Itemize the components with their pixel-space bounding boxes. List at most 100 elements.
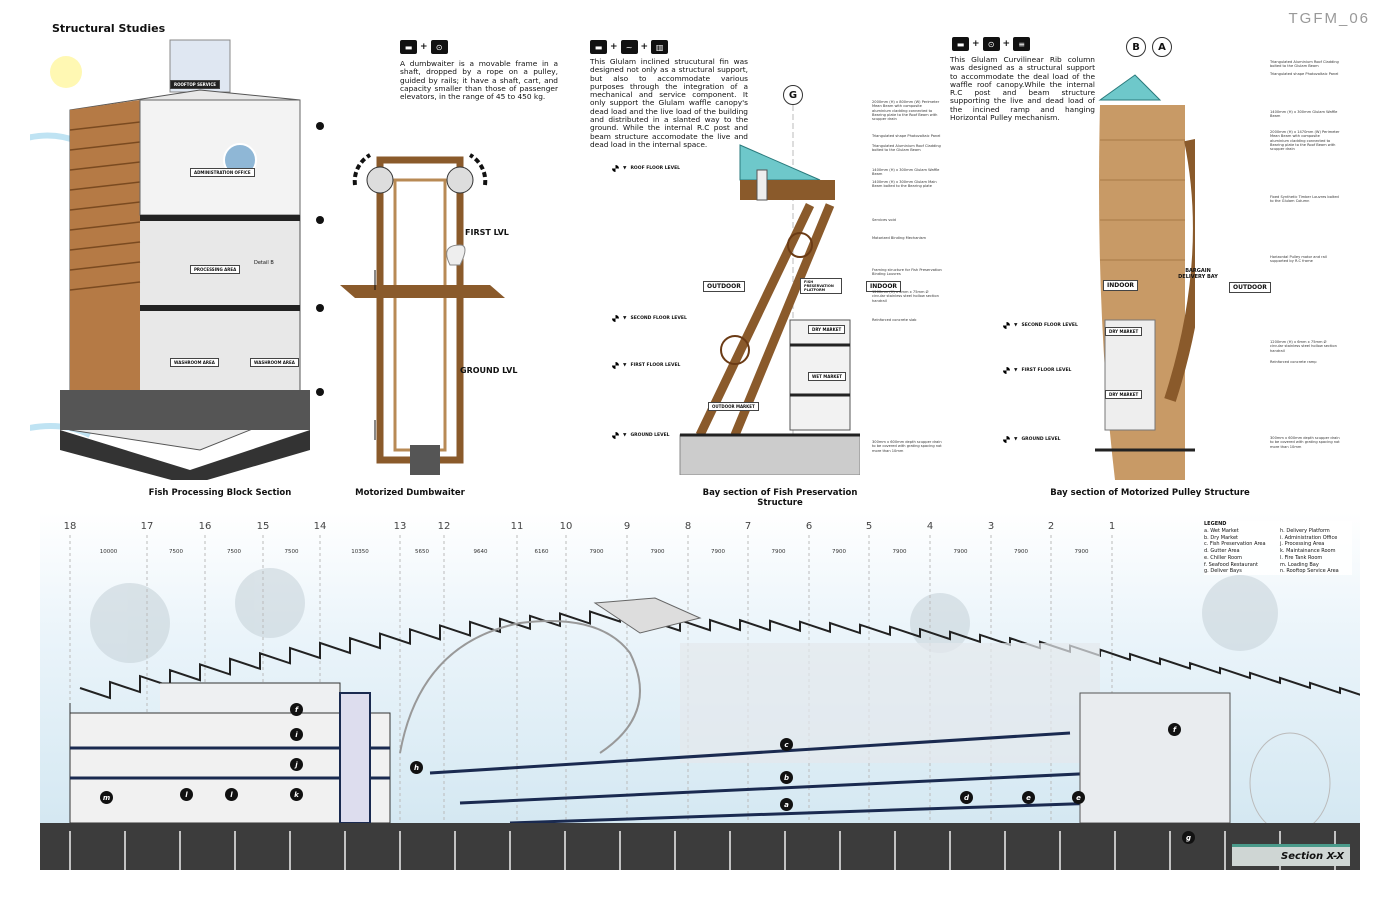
legend-item: h. Delivery Platform: [1280, 527, 1330, 534]
palm-trees: [90, 568, 1278, 663]
pulley-structure-drawing: [1095, 74, 1195, 480]
zone-dry-market: DRY MARKET: [808, 325, 846, 334]
section-marker: d: [960, 791, 973, 804]
label-washroom-2: WASHROOM AREA: [250, 358, 299, 367]
grid-number: 12: [437, 521, 451, 532]
grid-dimension: 7500: [284, 549, 299, 555]
caption-pulley: Bay section of Motorized Pulley Structur…: [1050, 488, 1250, 498]
zone-dry-market-b1: DRY MARKET: [1105, 327, 1143, 336]
grid-number: 7: [744, 521, 752, 532]
section-marker: j: [290, 758, 303, 771]
section-marker: g: [1182, 831, 1195, 844]
legend-item: d. Gutter Area: [1204, 548, 1240, 554]
legend-item: i. Administration Office: [1280, 534, 1338, 541]
annotations-fish-preservation: 2000mm (H) x 800mm (W) Perimeter Mean Be…: [872, 100, 942, 453]
section-drawing: [40, 535, 1360, 870]
zone-indoor: INDOOR: [866, 281, 902, 292]
level-ground-b: ▼GROUND LEVEL: [1003, 436, 1061, 443]
grid-dimension: 10000: [99, 549, 118, 555]
grid-dimension: 7900: [1014, 549, 1028, 555]
grid-number: 17: [140, 521, 154, 532]
dumbwaiter-drawing: [340, 153, 505, 475]
section-marker: h: [410, 761, 423, 774]
caption-fish-processing: Fish Processing Block Section: [148, 488, 292, 498]
grid-dimension: 7900: [892, 549, 907, 555]
grid-dimension: 7500: [169, 549, 183, 555]
grid-number: 13: [393, 521, 407, 532]
legend-item: b. Dry Market: [1204, 534, 1238, 541]
section-marker: b: [780, 771, 793, 784]
grid-number: 2: [1047, 521, 1055, 532]
section-marker: e: [1072, 791, 1085, 804]
pulley-icon: ⊙: [982, 37, 1000, 51]
level-ground: ▼GROUND LEVEL: [612, 432, 670, 439]
grid-number: 15: [256, 521, 270, 532]
grid-number: 8: [684, 521, 692, 532]
zone-fish-platform: FISH PRESERVATION PLATFORM: [800, 278, 842, 294]
level-second: ▼SECOND FLOOR LEVEL: [612, 315, 687, 322]
grid-dimension: 7900: [771, 549, 786, 555]
motor-icon: ▥: [651, 40, 669, 54]
structure-icon: ▬: [952, 37, 969, 51]
structure-icon: ▬: [400, 40, 417, 54]
grid-dimension: 10350: [351, 549, 369, 555]
annotations-pulley: Triangulated Aluminium Roof Cladding bol…: [1270, 60, 1340, 449]
grid-dimension: 7500: [227, 549, 241, 555]
icon-row-fish-preservation: ▬+~+▥: [590, 40, 669, 54]
zone-dry-market-b2: DRY MARKET: [1105, 390, 1143, 399]
grid-number: 14: [313, 521, 327, 532]
grid-number: 11: [510, 521, 524, 532]
label-washroom-1: WASHROOM AREA: [170, 358, 219, 367]
grid-bubble-a: A: [1152, 37, 1172, 57]
pulley-icon: ⊙: [430, 40, 448, 54]
section-marker: l: [180, 788, 193, 801]
fish-icon: ~: [620, 40, 638, 54]
level-roof: ▼ROOF FLOOR LEVEL: [612, 165, 680, 172]
grid-number: 9: [623, 521, 631, 532]
legend-title: LEGEND: [1204, 521, 1227, 527]
legend-item: a. Wet Market: [1204, 527, 1239, 534]
icon-row-dumbwaiter: ▬+⊙: [400, 40, 448, 54]
zone-indoor-b: INDOOR: [1103, 280, 1139, 291]
section-marker: k: [290, 788, 303, 801]
grid-number: 3: [987, 521, 995, 532]
section-marker: f: [290, 703, 303, 716]
section-title: Section X-X: [1232, 844, 1350, 866]
zone-wet-market: WET MARKET: [808, 372, 846, 381]
legend-item: c. Fish Preservation Area: [1204, 541, 1266, 548]
grid-dimension: 7900: [953, 549, 968, 555]
level-first-b: ▼FIRST FLOOR LEVEL: [1003, 367, 1071, 374]
section-marker: a: [780, 798, 793, 811]
section-marker: c: [780, 738, 793, 751]
grid-number: 18: [63, 521, 77, 532]
legend-item: l. Fire Tank Room: [1280, 554, 1323, 561]
grid-dimension: 5650: [415, 549, 429, 555]
label-detail-b: Detail B: [254, 260, 274, 266]
legend-item: f. Seafood Restaurant: [1204, 561, 1258, 568]
icon-row-pulley: ▬+⊙+≡: [952, 37, 1031, 51]
caption-fish-preservation: Bay section of Fish Preservation Structu…: [702, 488, 858, 508]
description-dumbwaiter: A dumbwaiter is a movable frame in a sha…: [400, 59, 558, 102]
zone-bargain-delivery: BARGAIN DELIVERY BAY: [1178, 268, 1218, 280]
grid-dimension: 6160: [534, 549, 549, 555]
grid-dimension: 7900: [832, 549, 846, 555]
label-ground-lvl: GROUND LVL: [460, 366, 518, 375]
section-marker: i: [290, 728, 303, 741]
legend-item: e. Chiller Room: [1204, 554, 1243, 561]
grid-dimension: 7900: [589, 549, 604, 555]
grid-number: 1: [1108, 521, 1116, 532]
grid-dimension: 9640: [473, 549, 488, 555]
label-admin: ADMINISTRATION OFFICE: [190, 168, 255, 177]
label-first-lvl: FIRST LVL: [465, 228, 509, 237]
legend-item: j. Processing Area: [1280, 541, 1325, 548]
description-pulley: This Glulam Curvilinear Rib column was d…: [950, 55, 1095, 122]
legend-item: k. Maintainance Room: [1280, 548, 1336, 554]
section-marker: f: [1168, 723, 1181, 736]
grid-number: 5: [865, 521, 873, 532]
caption-dumbwaiter: Motorized Dumbwaiter: [355, 488, 465, 498]
level-second-b: ▼SECOND FLOOR LEVEL: [1003, 322, 1078, 329]
grid-number: 6: [805, 521, 813, 532]
grid-dimension: 7900: [650, 549, 665, 555]
level-first: ▼FIRST FLOOR LEVEL: [612, 362, 680, 369]
